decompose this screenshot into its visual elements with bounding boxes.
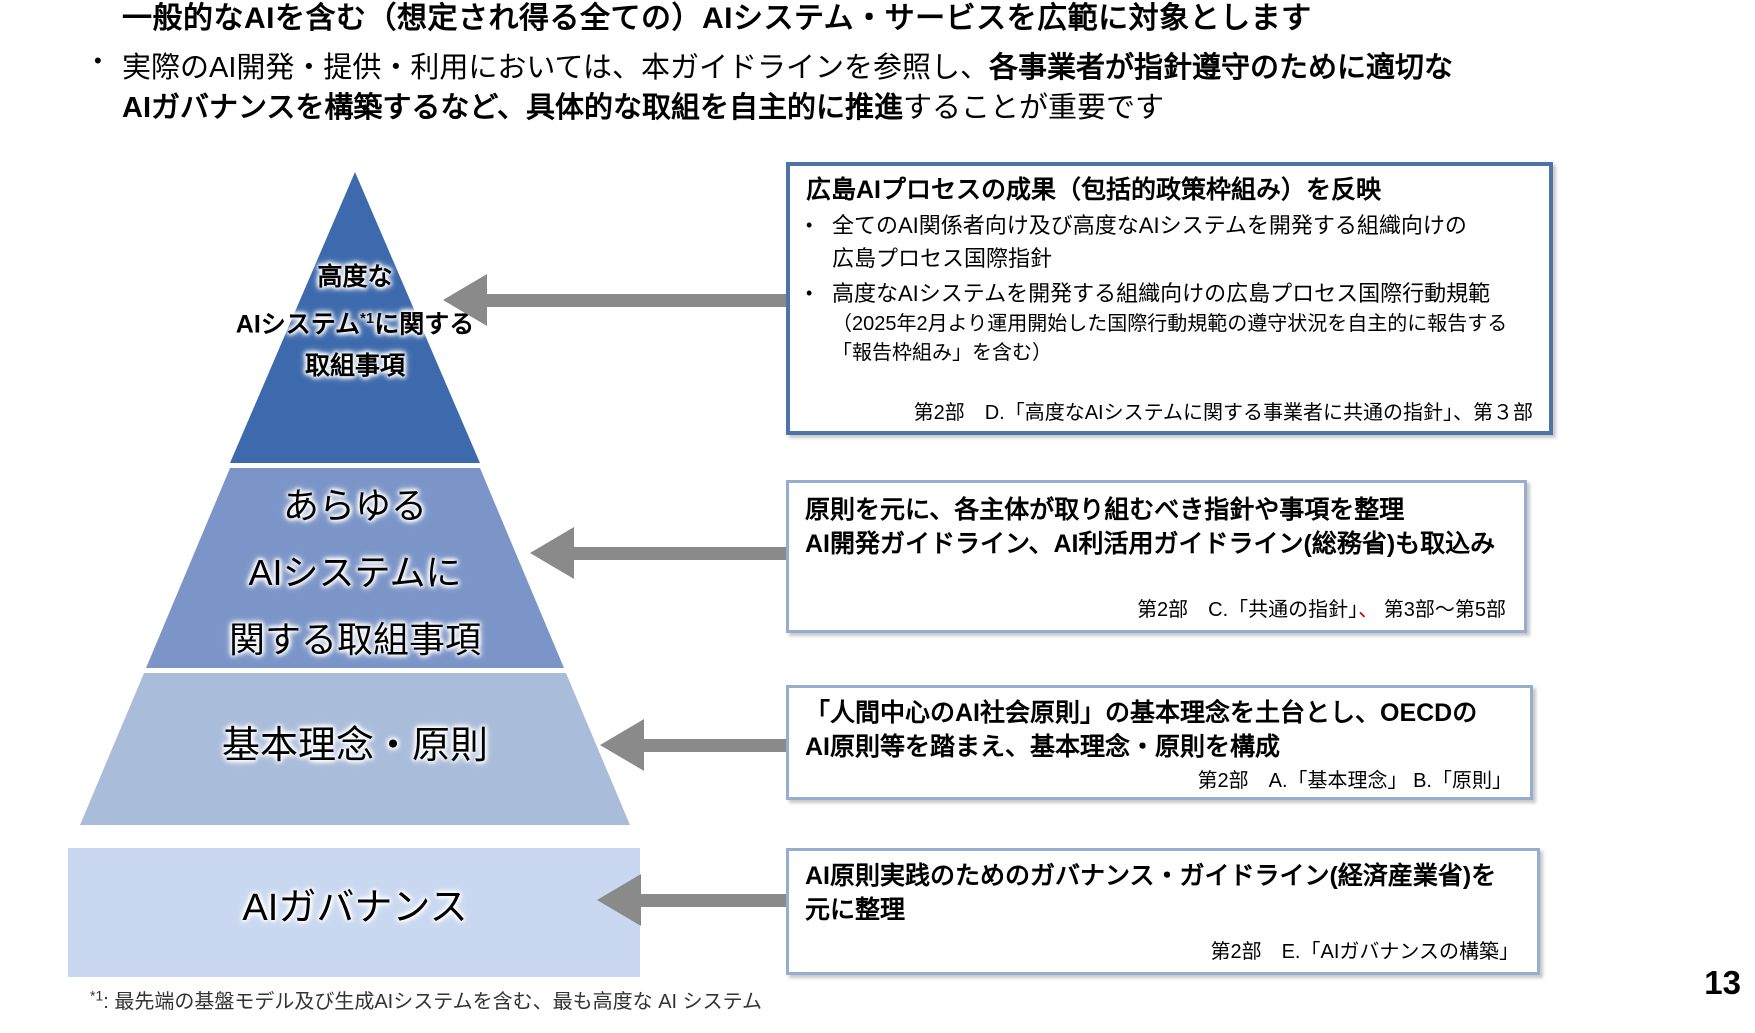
tier2-label-line2: AIシステムに [248,552,462,593]
box2-footer: 第2部 C.「共通の指針」、 第3部～第5部 [805,593,1510,622]
heading-line-2: 実際のAI開発・提供・利用においては、本ガイドラインを参照し、各事業者が指針遵守… [122,44,1453,86]
box1-bullet-2-text: 高度なAIシステムを開発する組織向けの広島プロセス国際行動規範 [832,281,1491,306]
tier2-label-line3: 関する取組事項 [228,619,481,660]
pyramid-tier-principles [80,673,630,825]
box2-footer-red-comma: 、 [1358,599,1379,621]
box1-footer: 第2部 D.「高度なAIシステムに関する事業者に共通の指針」、第３部 [913,402,1533,424]
box3-footer: 第2部 A.「基本理念」 B.「原則」 [1197,770,1512,792]
arrow-head-icon [600,719,644,771]
box1-bullet-1-text: 全てのAI関係者向け及び高度なAIシステムを開発する組織向けの 広島プロセス国際… [832,213,1467,271]
box4-footer: 第2部 E.「AIガバナンスの構築」 [1210,941,1519,963]
arrow-to-tier3 [600,719,786,771]
box2-footer-b: 第3部～第5部 [1378,599,1506,621]
bullet-glyph: • [94,48,102,73]
tier1-label-line1: 高度な [317,263,393,291]
heading-line-2-normal: 実際のAI開発・提供・利用においては、本ガイドラインを参照し、 [122,52,989,84]
box4-title: AI原則実践のためのガバナンス・ガイドライン(経済産業省)を 元に整理 [805,862,1497,924]
tier1-label-line2a: AIシステム [235,310,361,339]
annotation-box-principles: 「人間中心のAI社会原則」の基本理念を土台とし、OECDの AI原則等を踏まえ、… [786,685,1533,800]
box1-note: （2025年2月より運用開始した国際行動規範の遵守状況を自主的に報告する 「報告… [832,313,1508,364]
arrow-head-icon [597,874,641,926]
tier2-label: あらゆる AIシステムに 関する取組事項 [80,472,630,673]
box3-title: 「人間中心のAI社会原則」の基本理念を土台とし、OECDの AI原則等を踏まえ、… [805,699,1478,761]
annotation-box-governance: AI原則実践のためのガバナンス・ガイドライン(経済産業省)を 元に整理 第2部 … [786,848,1540,975]
footnote-marker: *1 [90,987,104,1004]
heading-line-2-bold: 各事業者が指針遵守のために適切な [988,52,1453,84]
arrow-shaft [641,893,786,907]
arrow-to-tier2 [530,527,786,579]
footnote-text: : 最先端の基盤モデル及び生成AIシステムを含む、最も高度な AI システム [103,991,763,1013]
heading-line-1: 一般的なAIを含む（想定され得る全ての）AIシステム・サービスを広範に対象としま… [122,2,1312,35]
arrow-to-tier1 [443,274,788,326]
bullet-glyph: • [806,215,813,235]
arrow-head-icon [530,527,574,579]
box1-title: 広島AIプロセスの成果（包括的政策枠組み）を反映 [806,176,1382,204]
heading-line-3: AIガバナンスを構築するなど、具体的な取組を自主的に推進することが重要です [122,84,1164,126]
base-label: AIガバナンス [242,887,468,929]
tier3-label: 基本理念・原則 [221,725,488,767]
pyramid-base-governance [68,848,640,977]
footnote: *1: 最先端の基盤モデル及び生成AIシステムを含む、最も高度な AI システム [90,985,762,1014]
box2-footer-a: 第2部 C.「共通の指針」 [1137,599,1359,621]
tier2-label-line1: あらゆる [282,485,427,526]
annotation-box-guidelines: 原則を元に、各主体が取り組むべき指針や事項を整理 AI開発ガイドライン、AI利活… [786,480,1527,633]
box1-bullet-1: • 全てのAI関係者向け及び高度なAIシステムを開発する組織向けの 広島プロセス… [806,209,1537,275]
arrow-shaft [644,738,786,752]
tier1-footnote-ref: *1 [360,310,375,327]
arrow-shaft [574,546,786,560]
bullet-glyph: • [806,283,813,303]
tier1-label: 高度な AIシステム*1に関する 取組事項 [80,256,630,387]
box1-bullet-2: • 高度なAIシステムを開発する組織向けの広島プロセス国際行動規範 [806,277,1537,310]
heading-line-3-normal: することが重要です [902,92,1164,124]
annotation-box-hiroshima-process: 広島AIプロセスの成果（包括的政策枠組み）を反映 • 全てのAI関係者向け及び高… [786,162,1553,435]
heading-line-3-bold: AIガバナンスを構築するなど、具体的な取組を自主的に推進 [122,92,903,124]
arrow-to-base [597,874,786,926]
tier1-label-line3: 取組事項 [304,352,405,381]
arrow-head-icon [443,274,487,326]
box2-title: 原則を元に、各主体が取り組むべき指針や事項を整理 AI開発ガイドライン、AI利活… [805,496,1496,558]
arrow-shaft [487,293,788,307]
page-number: 13 [1704,964,1741,1001]
pyramid-diagram: 高度な AIシステム*1に関する 取組事項 あらゆる AIシステムに 関する取組… [68,172,640,982]
